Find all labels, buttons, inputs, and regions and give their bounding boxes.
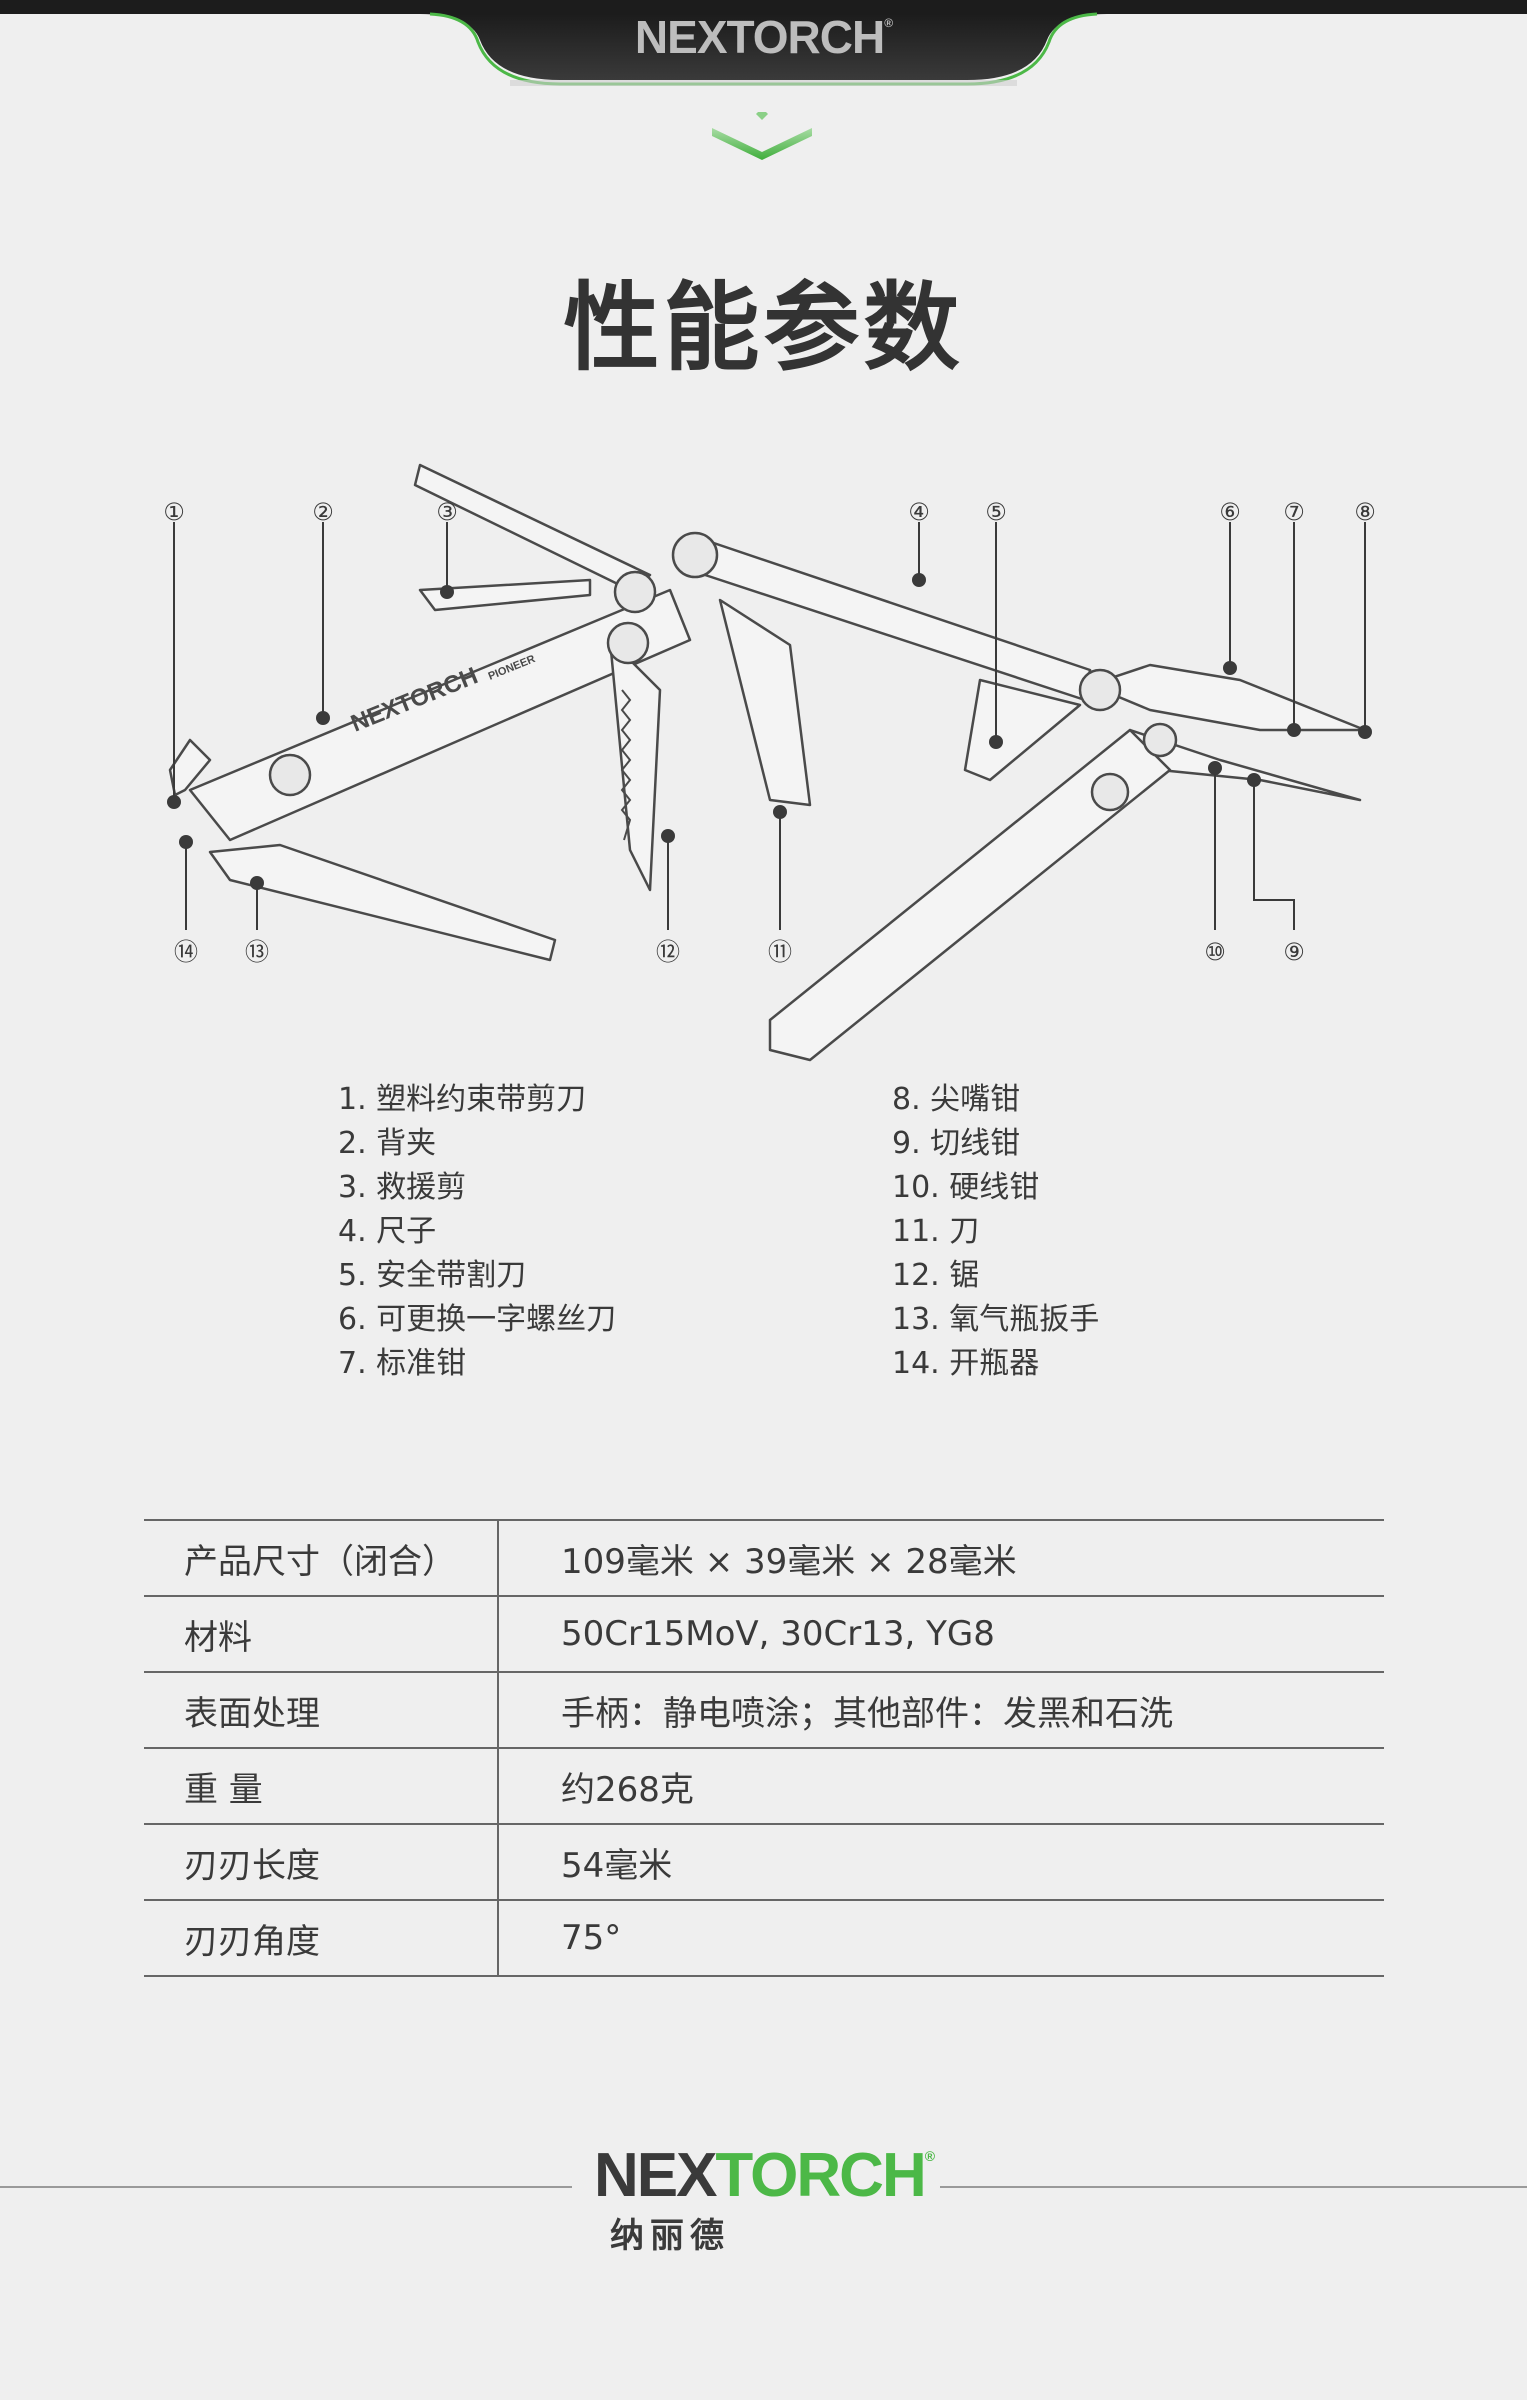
callout-11: ⑪ [768, 938, 792, 966]
spec-label: 重 量 [144, 1747, 499, 1824]
spec-value: 50Cr15MoV, 30Cr13, YG8 [498, 1595, 1384, 1672]
list-item: 1. 塑料约束带剪刀 [338, 1082, 587, 1117]
header-bar [0, 0, 1527, 86]
spec-value: 手柄：静电喷涂；其他部件：发黑和石洗 [498, 1671, 1384, 1748]
list-item: 9. 切线钳 [892, 1126, 1021, 1161]
callout-4: ④ [908, 498, 930, 526]
callout-3: ③ [436, 498, 458, 526]
table-row: 刃刃长度 54毫米 [144, 1823, 1384, 1900]
multitool-diagram: NEXTORCH PIONEER ① ② ③ ④ ⑤ ⑥ ⑦ ⑧ ⑨ [163, 463, 1376, 1062]
page-title: 性能参数 [563, 272, 964, 384]
list-item: 8. 尖嘴钳 [892, 1082, 1021, 1117]
spec-label: 材料 [144, 1595, 499, 1672]
spec-table: 产品尺寸（闭合） 109毫米 × 39毫米 × 28毫米 材料 50Cr15Mo… [144, 1519, 1384, 1977]
callout-5: ⑤ [985, 498, 1007, 526]
list-item: 3. 救援剪 [338, 1170, 467, 1205]
feature-list-right: 8. 尖嘴钳 9. 切线钳 10. 硬线钳 11. 刀 12. 锯 13. 氧气… [892, 1078, 1099, 1386]
list-item: 12. 锯 [892, 1258, 980, 1293]
callout-1: ① [163, 498, 185, 526]
footer-divider-right [940, 2186, 1527, 2188]
list-item: 5. 安全带割刀 [338, 1258, 527, 1293]
list-item: 4. 尺子 [338, 1214, 437, 1249]
spec-label: 表面处理 [144, 1671, 499, 1748]
table-row: 重 量 约268克 [144, 1747, 1384, 1824]
callout-12: ⑫ [656, 938, 680, 966]
spec-label: 刃刃角度 [144, 1899, 499, 1977]
list-item: 2. 背夹 [338, 1126, 437, 1161]
table-row: 产品尺寸（闭合） 109毫米 × 39毫米 × 28毫米 [144, 1519, 1384, 1596]
callout-9: ⑨ [1283, 938, 1305, 966]
spec-value: 54毫米 [498, 1823, 1384, 1900]
spec-value: 109毫米 × 39毫米 × 28毫米 [498, 1519, 1384, 1596]
list-item: 14. 开瓶器 [892, 1346, 1040, 1381]
callout-7: ⑦ [1283, 498, 1305, 526]
callout-2: ② [312, 498, 334, 526]
list-item: 10. 硬线钳 [892, 1170, 1040, 1205]
spec-label: 产品尺寸（闭合） [144, 1519, 499, 1596]
list-item: 11. 刀 [892, 1214, 980, 1249]
table-row: 表面处理 手柄：静电喷涂；其他部件：发黑和石洗 [144, 1671, 1384, 1748]
footer-brand-cn: 纳丽德 [610, 2216, 730, 2256]
chevron-down-icon [712, 112, 812, 160]
spec-label: 刃刃长度 [144, 1823, 499, 1900]
table-row: 刃刃角度 75° [144, 1899, 1384, 1977]
list-item: 7. 标准钳 [338, 1346, 467, 1381]
callout-13: ⑬ [245, 938, 269, 966]
callout-8: ⑧ [1354, 498, 1376, 526]
spec-value: 约268克 [498, 1747, 1384, 1824]
table-row: 材料 50Cr15MoV, 30Cr13, YG8 [144, 1595, 1384, 1672]
callout-10: ⑩ [1204, 938, 1226, 966]
footer-divider-left [0, 2186, 572, 2188]
list-item: 13. 氧气瓶扳手 [892, 1302, 1100, 1337]
list-item: 6. 可更换一字螺丝刀 [338, 1302, 617, 1337]
header-logo: NEXTORCH® [634, 11, 893, 63]
spec-value: 75° [498, 1899, 1384, 1977]
feature-list-left: 1. 塑料约束带剪刀 2. 背夹 3. 救援剪 4. 尺子 5. 安全带割刀 6… [338, 1078, 616, 1386]
footer-logo: NEXTORCH® [593, 2141, 935, 2210]
callout-6: ⑥ [1219, 498, 1241, 526]
callout-14: ⑭ [174, 938, 198, 966]
